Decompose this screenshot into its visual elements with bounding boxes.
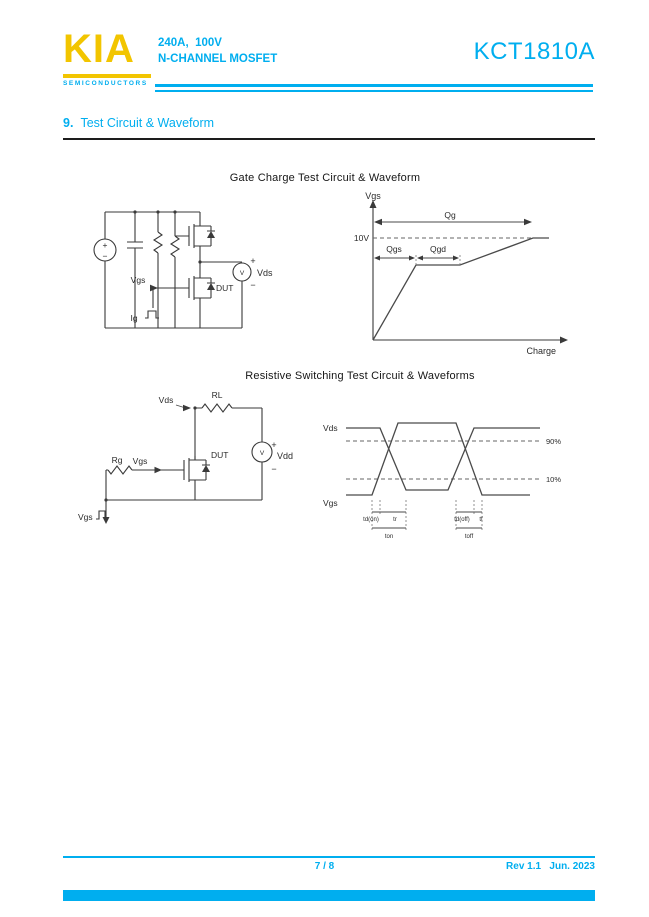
gate-charge-waveform: Vgs 10V Qg Qgs Qgd Charge <box>354 191 568 356</box>
ten-volt-label: 10V <box>354 233 369 243</box>
footer-rule <box>63 856 595 858</box>
section-title: Test Circuit & Waveform <box>80 116 215 130</box>
qg-label: Qg <box>444 210 456 220</box>
ton-label: ton <box>385 534 393 540</box>
dut-label: DUT <box>216 283 233 293</box>
vgs-probe-arrow <box>154 466 162 474</box>
ground-arrow <box>102 517 110 524</box>
rg-label: Rg <box>112 455 123 465</box>
upper-mosfet-symbol <box>175 212 215 278</box>
tf-label: tf <box>479 517 483 523</box>
vds-probe-arrow <box>183 404 191 412</box>
qgs-dimension <box>374 255 415 261</box>
resistor-symbol <box>152 212 164 328</box>
load-resistor-symbol <box>195 403 262 413</box>
y-axis-label: Vgs <box>365 191 381 201</box>
qgd-dimension <box>417 255 459 261</box>
header-rule-top <box>155 84 593 87</box>
capacitor-symbol <box>127 212 143 328</box>
vds-trace-label: Vds <box>323 423 338 433</box>
ig-label: Ig <box>130 313 137 323</box>
timing-dimensions <box>372 511 482 529</box>
figure1-title: Gate Charge Test Circuit & Waveform <box>229 172 421 184</box>
resistor-symbol <box>169 212 181 328</box>
ninety-percent-label: 90% <box>546 437 561 446</box>
pulse-source-symbol <box>145 310 159 319</box>
revision-info: Rev 1.1 Jun. 2023 <box>506 861 595 872</box>
logo-underline <box>63 74 151 78</box>
spec-current-voltage: 240A, 100V <box>158 37 222 49</box>
spec-channel-type: N-CHANNEL MOSFET <box>158 53 278 65</box>
source-plus-sign: + <box>103 240 108 250</box>
resistive-switching-circuit: RL Vds DUT + Vdd − V Vgs Rg Vgs <box>78 390 293 524</box>
section-heading: 9. Test Circuit & Waveform <box>63 116 214 130</box>
ten-percent-label: 10% <box>546 475 561 484</box>
header-rule-bottom <box>155 90 593 92</box>
vgs-label: Vgs <box>131 275 146 285</box>
qg-dimension <box>374 218 532 226</box>
vdd-label: Vdd <box>277 451 293 461</box>
vds-probe-line <box>175 404 185 408</box>
plateau-guides <box>415 254 461 265</box>
qgd-label: Qgd <box>430 244 446 254</box>
x-axis-label: Charge <box>526 346 556 356</box>
meter-minus-sign: − <box>250 280 255 290</box>
gate-probe-arrow <box>150 284 158 292</box>
section-number: 9. <box>63 116 74 130</box>
gate-charge-circuit: + − V + Vds − DUT Vgs Ig <box>93 210 273 329</box>
vdd-source-symbol <box>251 441 273 463</box>
vgs-input-label: Vgs <box>78 512 93 522</box>
source-minus-sign: − <box>103 251 108 261</box>
rl-label: RL <box>212 390 223 400</box>
timing-guides <box>371 500 483 530</box>
voltmeter-letter: V <box>240 270 245 277</box>
footer-bar <box>63 890 595 901</box>
kia-logo: KIA <box>63 27 135 71</box>
vdd-minus-sign: − <box>271 464 276 474</box>
vds-trace <box>346 427 540 491</box>
logo-subtitle: SEMICONDUCTORS <box>63 80 148 87</box>
vgs-trace <box>346 422 530 496</box>
switching-waveforms: Vds Vgs 90% 10% td(on) tr td(off) tf ton… <box>323 422 561 540</box>
vgs-probe-label: Vgs <box>133 456 148 466</box>
x-axis-arrow <box>560 336 568 344</box>
gate-resistor-symbol <box>105 465 133 500</box>
toff-label: toff <box>465 534 474 540</box>
vdd-plus-sign: + <box>271 440 276 450</box>
y-axis-arrow <box>369 200 377 208</box>
part-number: KCT1810A <box>473 38 595 65</box>
dut-mosfet-symbol <box>153 276 215 328</box>
td-off-label: td(off) <box>454 517 470 523</box>
circuit-wires <box>96 403 273 520</box>
section-rule <box>63 138 595 140</box>
vds-label: Vds <box>159 395 174 405</box>
page-number: 7 / 8 <box>314 861 335 872</box>
axes <box>372 204 564 341</box>
tr-label: tr <box>393 517 397 523</box>
source-letter: V <box>260 450 265 457</box>
figure2-title: Resistive Switching Test Circuit & Wavef… <box>245 370 475 382</box>
meter-plus-sign: + <box>250 256 255 266</box>
dut-mosfet-symbol <box>132 456 210 500</box>
qgs-label: Qgs <box>386 244 402 254</box>
td-on-label: td(on) <box>363 517 379 523</box>
dut-label: DUT <box>211 450 228 460</box>
voltage-source-symbol <box>93 238 117 262</box>
circuit-wires <box>93 210 252 329</box>
vgs-trace-label: Vgs <box>323 498 338 508</box>
voltmeter-symbol <box>232 262 252 282</box>
vds-label: Vds <box>257 268 273 278</box>
